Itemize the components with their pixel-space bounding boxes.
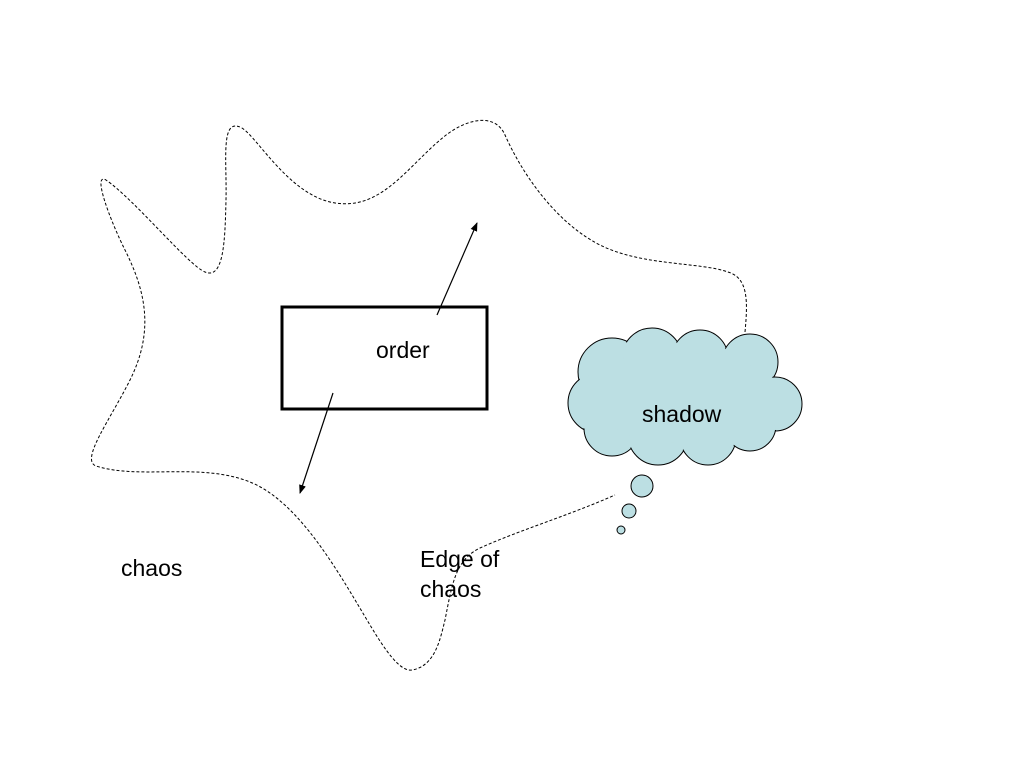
shadow-label: shadow [642, 401, 722, 427]
edge-of-chaos-label: Edge of chaos [420, 544, 499, 604]
thought-bubble-small [616, 525, 626, 535]
edge-of-chaos-boundary [91, 119, 747, 671]
arrow-up-right [436, 222, 478, 316]
thought-bubble-medium [621, 503, 637, 519]
arrow-down-left [299, 392, 334, 494]
edge-label-line-1: Edge of [420, 546, 500, 572]
chaos-label: chaos [121, 555, 183, 581]
order-label: order [376, 337, 430, 363]
edge-label-line-2: chaos [420, 576, 482, 602]
thought-bubble-large [630, 474, 654, 498]
order-box [280, 305, 489, 411]
shadow-cloud [567, 327, 803, 466]
